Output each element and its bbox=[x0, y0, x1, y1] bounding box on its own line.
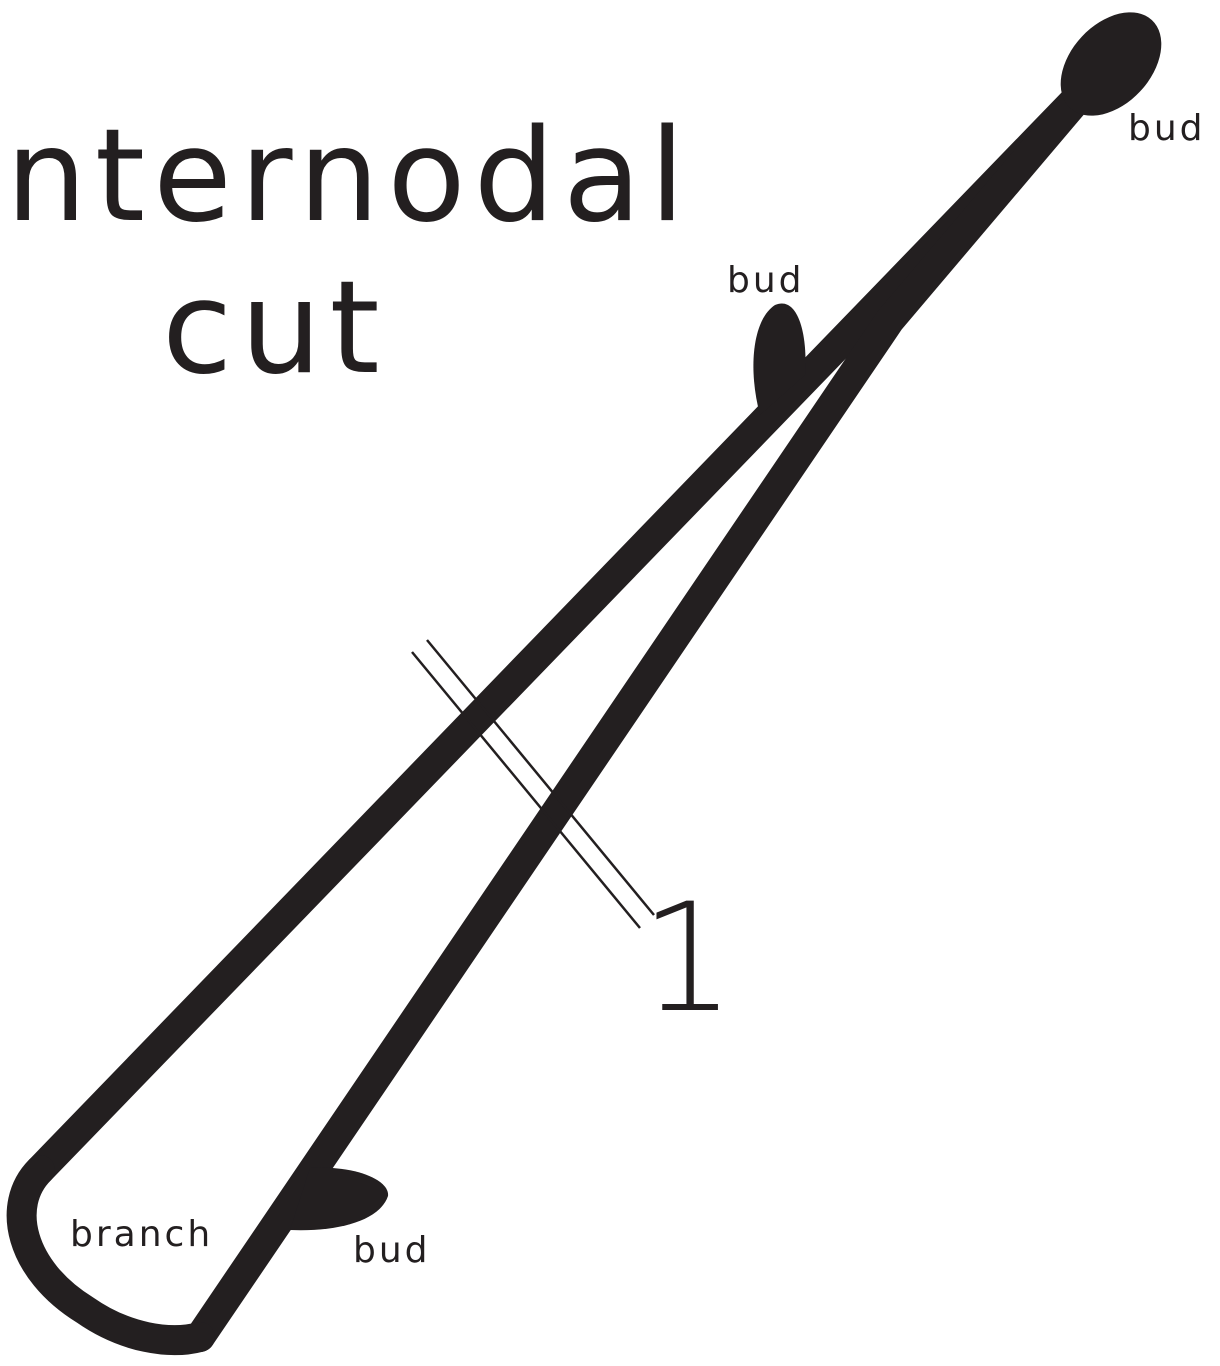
cut-number-label: 1 bbox=[640, 872, 735, 1046]
cut-line-stroke-left bbox=[411, 651, 641, 929]
bud-top-shape bbox=[1060, 12, 1162, 116]
cut-line-1 bbox=[411, 639, 655, 929]
title-line-1: Internodal bbox=[0, 102, 693, 251]
bud-bottom-shape bbox=[290, 1167, 389, 1231]
bud-bottom-label: bud bbox=[353, 1230, 431, 1271]
branch-outline bbox=[6, 75, 1100, 1356]
title-line-2: cut bbox=[162, 254, 388, 403]
bud-top-label: bud bbox=[1128, 108, 1206, 149]
branch-upper-edge bbox=[25, 80, 1095, 1185]
bud-middle-shape bbox=[753, 303, 806, 415]
cut-line-stroke-right bbox=[426, 639, 655, 916]
branch-lower-edge bbox=[185, 75, 1100, 1352]
bud-middle-label: bud bbox=[727, 260, 805, 301]
branch-label: branch bbox=[70, 1214, 213, 1255]
branch-base-curve bbox=[6, 1155, 215, 1356]
